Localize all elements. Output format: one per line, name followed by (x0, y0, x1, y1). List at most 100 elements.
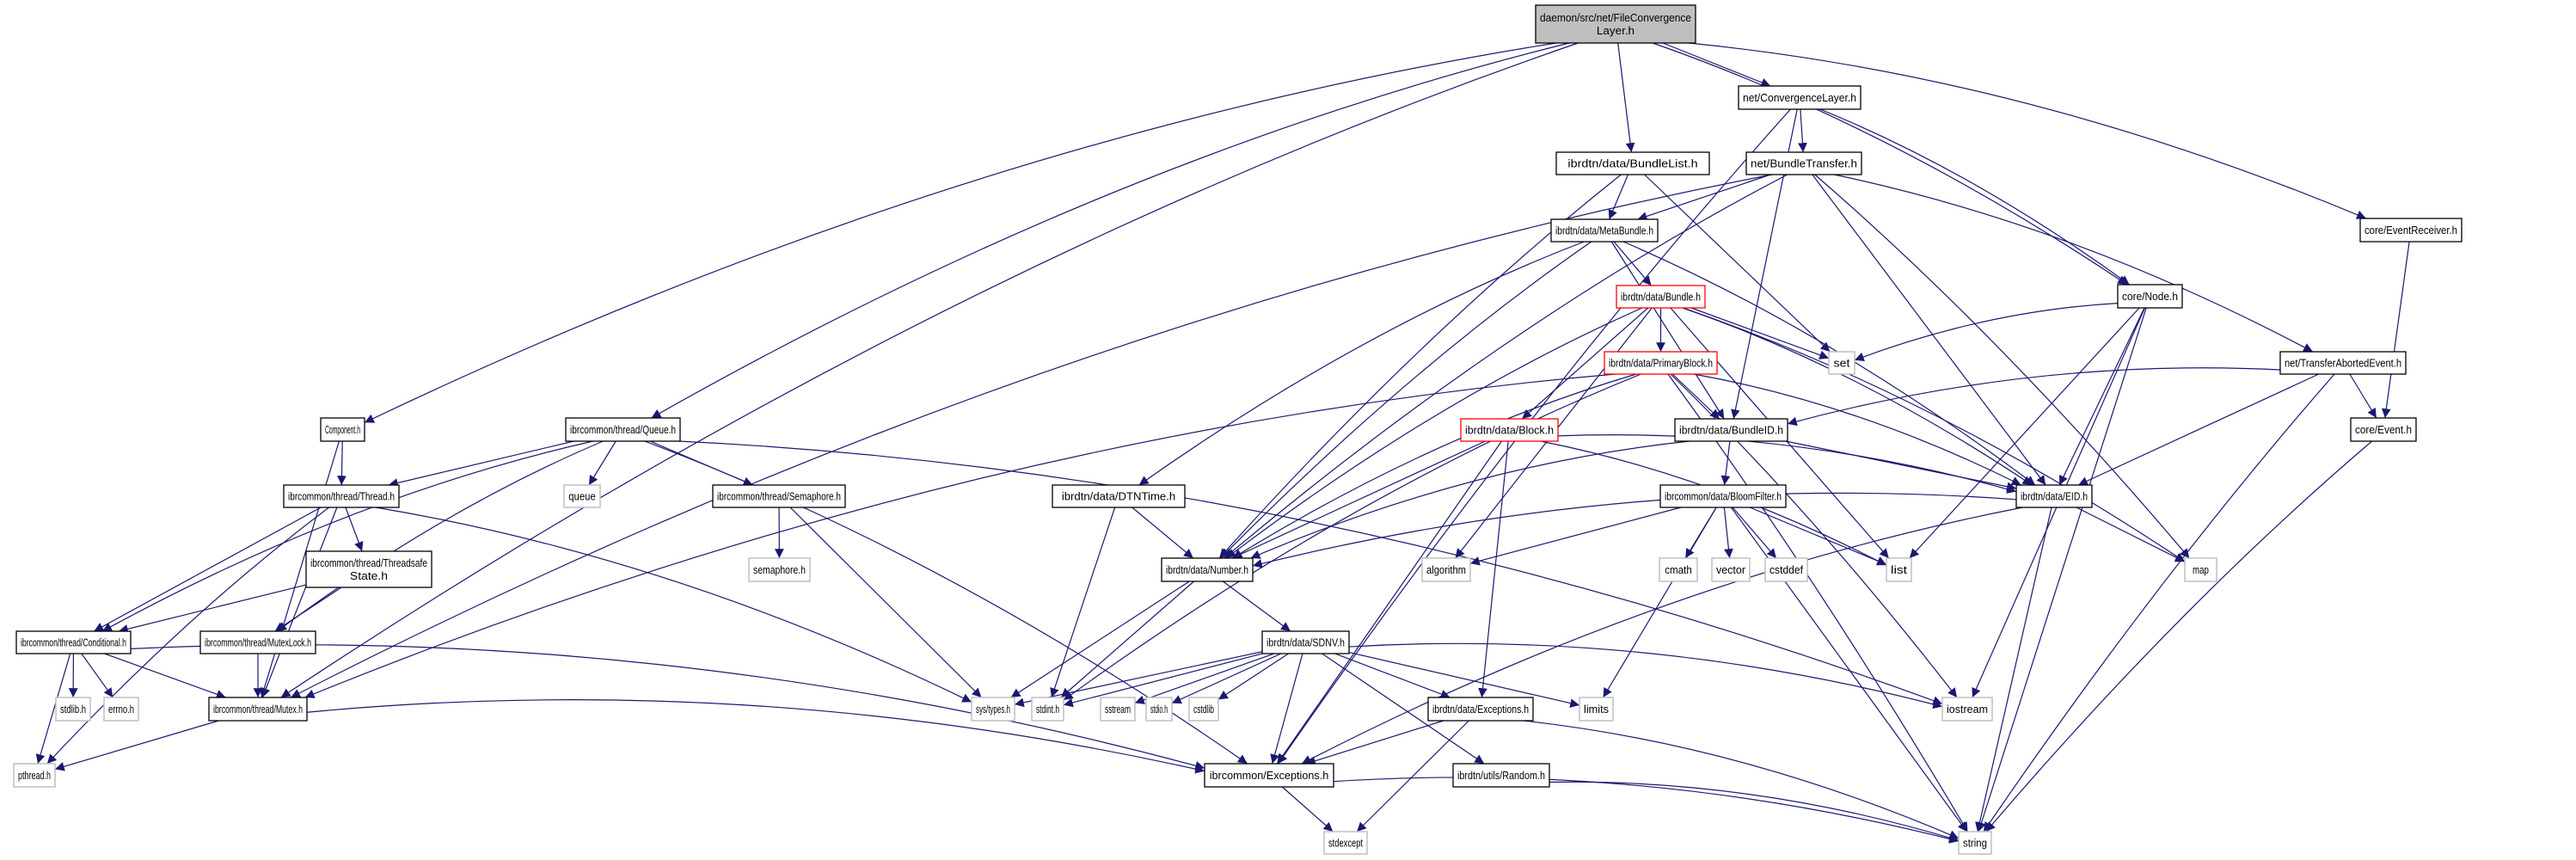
edge-primaryblock-to-eid (1693, 373, 2021, 486)
node-label: net/BundleTransfer.h (1751, 157, 1857, 170)
edge-sdnv-to-iostream (1348, 642, 1943, 710)
node-block[interactable]: ibrdtn/data/Block.h (1460, 418, 1559, 442)
node-event[interactable]: core/Event.h (2350, 417, 2417, 442)
node-mutex[interactable]: ibrcommon/thread/Mutex.h (208, 697, 308, 722)
node-bundlelist[interactable]: ibrdtn/data/BundleList.h (1555, 151, 1710, 175)
node-box (1188, 697, 1219, 722)
node-label: pthread.h (18, 769, 51, 782)
node-box (1745, 151, 1862, 175)
node-label: string (1963, 837, 1987, 850)
edge-bloomfilter-to-cstddef (1732, 507, 1777, 559)
node-sdnv[interactable]: ibrdtn/data/SDNV.h (1261, 630, 1350, 654)
node-mutexlock[interactable]: ibrcommon/thread/MutexLock.h (199, 630, 316, 654)
node-number[interactable]: ibrdtn/data/Number.h (1161, 557, 1254, 582)
node-node[interactable]: core/Node.h (2117, 284, 2183, 309)
edge-queue_h-to-iostream (678, 440, 1943, 705)
node-label: stdio.h (1150, 703, 1168, 716)
edge-bundle-to-number (1226, 307, 1643, 559)
node-semaphore: semaphore.h (748, 557, 811, 582)
node-bundle[interactable]: ibrdtn/data/Bundle.h (1616, 285, 1706, 309)
node-box (320, 417, 365, 442)
node-box (1421, 557, 1471, 582)
node-box (1052, 484, 1186, 508)
edge-convlayer-to-bundletransfer (1798, 108, 1807, 153)
edge-sdnv-to-cstdlib (1217, 653, 1289, 700)
node-box (1674, 418, 1788, 442)
node-limits: limits (1579, 697, 1614, 722)
node-label: ibrcommon/thread/Queue.h (570, 423, 676, 436)
node-dtntime[interactable]: ibrdtn/data/DTNTime.h (1052, 484, 1186, 508)
node-transferaborted[interactable]: net/TransferAbortedEvent.h (2279, 351, 2407, 375)
node-semaphore_h[interactable]: ibrcommon/thread/Semaphore.h (712, 484, 846, 508)
node-label: stdexcept (1328, 837, 1363, 850)
edge-number-to-stdint (1060, 580, 1194, 698)
node-label: iostream (1947, 703, 1988, 716)
node-label: ibrdtn/utils/Random.h (1457, 769, 1545, 782)
edge-convlayer-to-exceptions (1278, 108, 1791, 765)
node-conditional[interactable]: ibrcommon/thread/Conditional.h (15, 630, 132, 654)
node-label: vector (1716, 563, 1746, 576)
node-thread[interactable]: ibrcommon/thread/Thread.h (283, 484, 400, 508)
node-queue: queue (563, 484, 601, 508)
node-metabundle[interactable]: ibrdtn/data/MetaBundle.h (1550, 218, 1659, 243)
node-label: daemon/src/net/FileConvergence (1540, 11, 1691, 24)
node-label: ibrdtn/data/DTNTime.h (1062, 490, 1175, 503)
node-queue_h[interactable]: ibrcommon/thread/Queue.h (565, 417, 681, 442)
edge-root-to-bundlelist (1617, 42, 1635, 153)
node-cstdlib: cstdlib (1188, 697, 1219, 722)
node-box (1100, 697, 1136, 722)
node-component[interactable]: Component.h (320, 417, 365, 442)
node-stdexcept: stdexcept (1323, 831, 1368, 855)
edge-queue_h-to-queue (588, 440, 616, 486)
edge-root-to-component (364, 42, 1557, 423)
node-label: ibrdtn/data/EID.h (2021, 490, 2088, 503)
node-bundleid[interactable]: ibrdtn/data/BundleID.h (1674, 418, 1788, 442)
edge-primaryblock-to-stdint (1063, 373, 1641, 701)
node-stdlib: stdlib.h (55, 697, 91, 722)
node-box (2279, 351, 2407, 375)
node-label: ibrdtn/data/Number.h (1166, 563, 1248, 576)
node-box (1738, 85, 1861, 110)
node-label: queue (568, 490, 596, 503)
node-label: errno.h (108, 703, 134, 716)
node-primaryblock[interactable]: ibrdtn/data/PrimaryBlock.h (1604, 351, 1718, 375)
node-box (1452, 763, 1550, 788)
node-box (103, 697, 139, 722)
node-label: semaphore.h (753, 563, 806, 576)
edge-queue_h-to-conditional (101, 440, 593, 632)
node-label: cstddef (1769, 563, 1803, 576)
edge-dtntime-to-number (1132, 507, 1194, 559)
node-box (712, 484, 846, 508)
node-label: algorithm (1426, 563, 1466, 576)
edge-sdnv-to-dtnexceptions (1334, 653, 1451, 699)
edge-bundletransfer-to-transferaborted (1834, 174, 2314, 353)
node-eventreceiver[interactable]: core/EventReceiver.h (2359, 218, 2463, 243)
node-convlayer[interactable]: net/ConvergenceLayer.h (1738, 85, 1861, 110)
edge-exceptions-to-string (1333, 777, 1960, 844)
edge-convlayer-to-bundleid (1731, 108, 1798, 420)
node-label: ibrcommon/data/BloomFilter.h (1665, 490, 1782, 503)
node-box (2015, 484, 2093, 508)
edge-bloomfilter-to-vector (1723, 507, 1733, 559)
node-random[interactable]: ibrdtn/utils/Random.h (1452, 763, 1550, 788)
edge-random-to-string (1549, 781, 1960, 843)
node-bundletransfer[interactable]: net/BundleTransfer.h (1745, 151, 1862, 175)
edge-primaryblock-to-iostream (1670, 373, 1958, 698)
node-box (1535, 4, 1696, 44)
edge-mutex-to-pthread (54, 720, 219, 771)
node-label: ibrcommon/thread/MutexLock.h (205, 636, 311, 649)
edge-root-to-queue_h (651, 42, 1570, 419)
node-errno: errno.h (103, 697, 139, 722)
node-label: ibrcommon/thread/Semaphore.h (717, 490, 841, 503)
edge-primaryblock-to-number (1232, 373, 1637, 559)
node-exceptions[interactable]: ibrcommon/Exceptions.h (1204, 763, 1334, 788)
node-bloomfilter[interactable]: ibrcommon/data/BloomFilter.h (1659, 484, 1787, 508)
edge-number-to-sdnv (1222, 580, 1291, 632)
node-box (1659, 484, 1787, 508)
node-dtnexceptions[interactable]: ibrdtn/data/Exceptions.h (1427, 697, 1534, 722)
node-eid[interactable]: ibrdtn/data/EID.h (2015, 484, 2093, 508)
node-cstddef: cstddef (1764, 557, 1808, 582)
